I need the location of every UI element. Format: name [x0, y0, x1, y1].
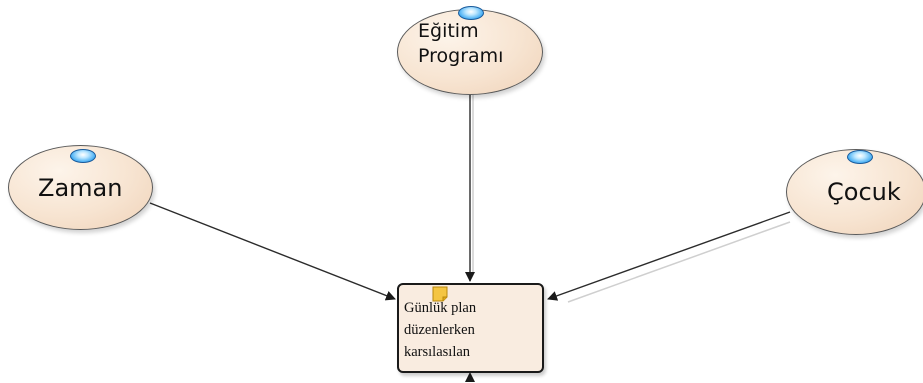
pin-icon [847, 150, 873, 164]
node-center-label: Günlük plan düzenlerken karsılasılan [404, 297, 536, 363]
pin-icon [70, 149, 96, 163]
node-cocuk[interactable]: Çocuk [786, 149, 923, 235]
node-egitim-line1: Eğitim [418, 20, 479, 42]
edge-shadows [472, 95, 791, 303]
node-egitim-label: Eğitim Programı [418, 19, 528, 69]
node-egitim-programi[interactable]: Eğitim Programı [397, 6, 543, 95]
edge-cocuk-to-center [547, 211, 791, 301]
node-center-topic[interactable]: Günlük plan düzenlerken karsılasılan [397, 283, 544, 373]
node-center-line1: Günlük plan [404, 300, 477, 316]
node-center-line2: düzenlerken [404, 322, 475, 338]
node-zaman[interactable]: Zaman [8, 145, 153, 230]
node-zaman-label: Zaman [38, 174, 123, 202]
node-egitim-line2: Programı [418, 45, 504, 67]
note-icon [432, 286, 448, 302]
node-center-line3: karsılasılan [404, 344, 471, 360]
edge-down-arrowhead [465, 372, 475, 382]
node-cocuk-label: Çocuk [827, 178, 901, 206]
edge-zaman-to-center [149, 202, 396, 301]
pin-icon [458, 6, 484, 20]
